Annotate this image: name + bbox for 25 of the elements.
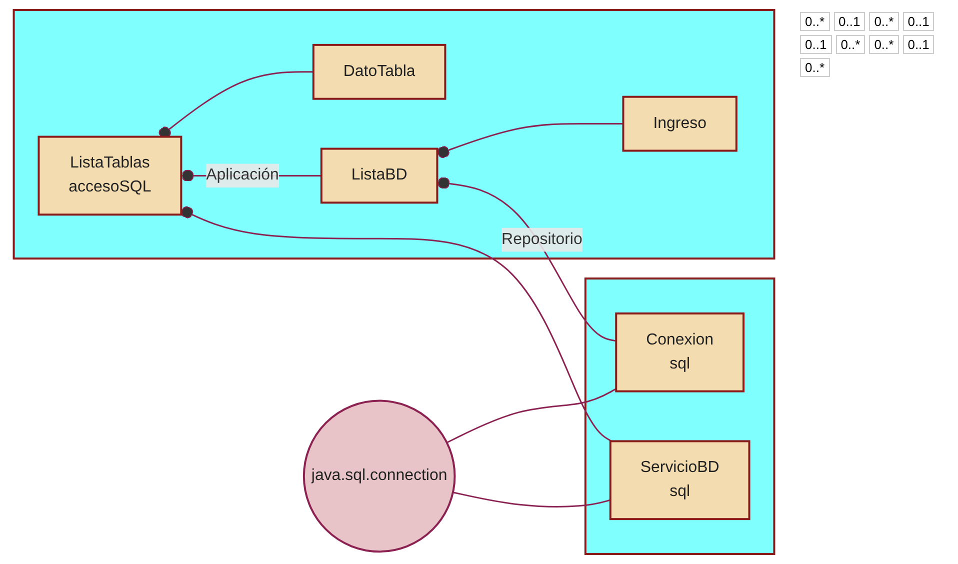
connector — [437, 176, 616, 342]
multiplicity-label: 0..* — [800, 58, 830, 77]
multiplicity-label: 0..1 — [800, 35, 832, 54]
connector — [452, 492, 611, 508]
node-box: ServicioBD sql — [609, 440, 750, 520]
multiplicity-label: 0..* — [800, 12, 830, 31]
cluster — [584, 278, 776, 556]
node-box: Ingreso — [622, 96, 738, 152]
edge-label: Repositorio — [502, 230, 582, 248]
multiplicity-label: 0..* — [869, 35, 899, 54]
multiplicity-label: 0..* — [836, 35, 866, 54]
multiplicity-label: 0..* — [869, 12, 899, 31]
node-box: Conexion sql — [615, 312, 745, 392]
cluster — [12, 8, 776, 260]
node-circle: java.sql.connection — [302, 400, 456, 553]
node-box: ListaTablas accesoSQL — [38, 136, 182, 216]
node-box: DatoTabla — [312, 44, 446, 100]
multiplicity-label: 0..1 — [902, 35, 934, 54]
connector — [436, 123, 624, 158]
multiplicity-label: 0..1 — [834, 12, 866, 31]
edge-label: Aplicación — [206, 166, 279, 184]
node-box: ListaBD — [320, 148, 438, 204]
connector — [446, 388, 617, 444]
multiplicity-label: 0..1 — [902, 12, 934, 31]
connector — [180, 206, 612, 442]
